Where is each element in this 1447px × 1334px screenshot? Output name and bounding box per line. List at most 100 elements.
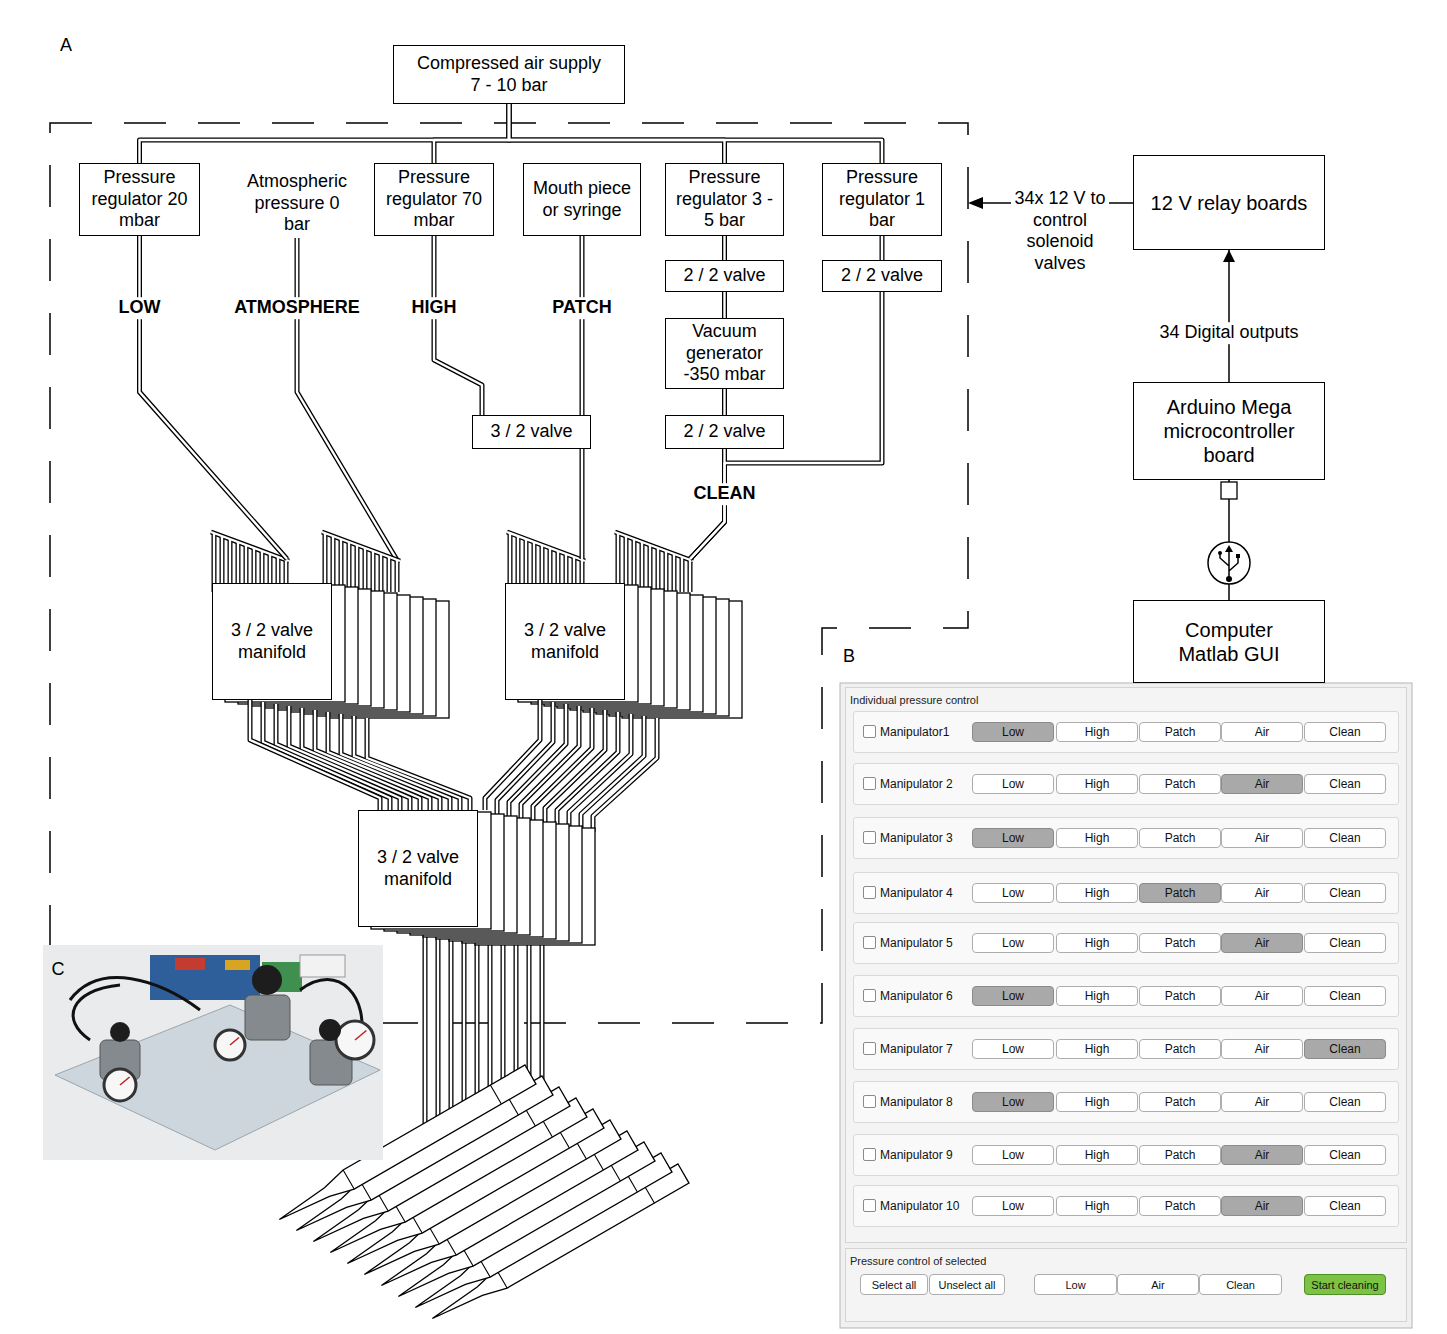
- edge-label-holder: LOW: [116, 297, 164, 319]
- gui-button: Patch: [1139, 933, 1221, 953]
- pipette-tube: [424, 927, 426, 1128]
- label-holder: A: [60, 35, 72, 57]
- regulator-body: [245, 995, 290, 1040]
- gui-button: High: [1056, 1196, 1138, 1216]
- usb-trident: [1226, 576, 1232, 582]
- manifold-inlet-comb: [363, 548, 368, 592]
- node-text: Clean: [1329, 831, 1360, 845]
- manifold-inlet-comb: [396, 560, 398, 592]
- node-text: Patch: [1165, 886, 1196, 900]
- tube-bore: [434, 236, 482, 415]
- node-text: High: [1085, 777, 1110, 791]
- photo-background: [43, 945, 383, 1160]
- manipulator-row: Manipulator 9LowHighPatchAirClean: [853, 1134, 1399, 1176]
- manipulator-row: Manipulator 10LowHighPatchAirClean: [853, 1185, 1399, 1227]
- gui-button-active: Low: [972, 722, 1054, 742]
- node-text: Manipulator 10: [880, 1199, 959, 1213]
- node-text: Manipulator 6: [880, 989, 953, 1003]
- node-text: Patch: [1165, 1148, 1196, 1162]
- gui-button: Clean: [1304, 933, 1386, 953]
- manifold-inlet-comb: [340, 539, 342, 592]
- node-text: Clean: [1329, 1095, 1360, 1109]
- gui-button: Low: [972, 774, 1054, 794]
- node-text: Clean: [1329, 1199, 1360, 1213]
- acrylic-plate: [55, 1005, 380, 1150]
- gui-button: High: [1056, 1145, 1138, 1165]
- valve-manifold: 3 / 2 valve manifold: [505, 583, 625, 700]
- process-box: Pressure regulator 3 - 5 bar: [665, 163, 784, 236]
- node-text: Low: [1002, 989, 1024, 1003]
- gui-button: High: [1056, 774, 1138, 794]
- manifold-inlet-comb: [648, 545, 653, 592]
- gui-button: Clean: [1304, 1196, 1386, 1216]
- gui-button-active: Patch: [1139, 883, 1221, 903]
- process-box: Arduino Mega microcontroller board: [1133, 382, 1325, 480]
- manifold-inlet-comb: [681, 557, 683, 592]
- arrowhead: [968, 197, 983, 209]
- air-tube: [140, 104, 510, 163]
- node-text: Air: [1255, 886, 1270, 900]
- node-text: Low: [1002, 1148, 1024, 1162]
- manifold-inlet-comb: [379, 554, 384, 592]
- node-text: Patch: [1165, 777, 1196, 791]
- checkbox: [863, 1095, 876, 1108]
- manifold-inlet-comb: [657, 548, 659, 592]
- tube-bore: [485, 700, 540, 810]
- manifold-inlet-comb: [656, 548, 661, 592]
- gui-button: Low: [972, 1145, 1054, 1165]
- node-text: Patch: [1165, 936, 1196, 950]
- gauge: [336, 1021, 374, 1059]
- air-tube: [722, 389, 727, 415]
- panel-letter: B: [843, 646, 855, 668]
- gui-button: Low: [972, 933, 1054, 953]
- node-text: Air: [1151, 1279, 1164, 1291]
- edge-label-holder: 34 Digital outputs: [1156, 322, 1301, 344]
- node-text: Air: [1255, 1199, 1270, 1213]
- gui-button-active: Low: [972, 986, 1054, 1006]
- process-box: 3 / 2 valve: [472, 415, 591, 449]
- node-text: 3 / 2 valve manifold: [217, 620, 327, 663]
- process-box: Pressure regulator 70 mbar: [374, 163, 494, 236]
- supply-label: Atmospheric pressure 0 bar: [241, 171, 353, 236]
- gui-button: Select all: [860, 1274, 928, 1295]
- gui-button: Clean: [1199, 1274, 1282, 1295]
- air-tube: [434, 236, 482, 415]
- gauge: [215, 1030, 245, 1060]
- gui-button: Low: [972, 1196, 1054, 1216]
- manifold-inlet-comb: [641, 542, 643, 592]
- node-text: Manipulator 5: [880, 936, 953, 950]
- edge-label-holder: HIGH: [409, 297, 460, 319]
- node-text: Clean: [1226, 1279, 1255, 1291]
- gui-button: High: [1056, 986, 1138, 1006]
- line-label: ATMOSPHERE: [231, 297, 363, 319]
- signal-line: [1228, 250, 1230, 382]
- manifold-inlet-comb: [640, 542, 645, 592]
- air-tube: [580, 449, 585, 559]
- manipulator-row: Manipulator 3LowHighPatchAirClean: [853, 817, 1399, 859]
- node-text: High: [1085, 1148, 1110, 1162]
- process-box: Computer Matlab GUI: [1133, 600, 1325, 683]
- panel-group: Pressure control of selectedSelect allUn…: [845, 1248, 1407, 1322]
- node-text: Air: [1255, 777, 1270, 791]
- manipulator-row: Manipulator 2LowHighPatchAirClean: [853, 763, 1399, 805]
- tube-bore: [509, 104, 725, 163]
- manifold-tube: [328, 712, 440, 812]
- manifold-inlet-comb: [673, 554, 675, 592]
- tube-bore: [509, 104, 882, 163]
- manifold-inlet-comb: [356, 545, 358, 592]
- node-text: Air: [1255, 1148, 1270, 1162]
- gui-button: High: [1056, 933, 1138, 953]
- node-text: Manipulator 7: [880, 1042, 953, 1056]
- gui-button: Air: [1221, 986, 1303, 1006]
- node-text: Individual pressure control: [850, 694, 978, 706]
- node-text: Patch: [1165, 831, 1196, 845]
- gui-button: Patch: [1139, 1145, 1221, 1165]
- manifold-tube: [341, 714, 450, 812]
- manifold-inlet-comb: [649, 545, 651, 592]
- node-text: Air: [1255, 831, 1270, 845]
- pipette-joint: [343, 1170, 354, 1189]
- node-text: Air: [1255, 936, 1270, 950]
- node-text: Manipulator 3: [880, 831, 953, 845]
- node-text: Low: [1002, 886, 1024, 900]
